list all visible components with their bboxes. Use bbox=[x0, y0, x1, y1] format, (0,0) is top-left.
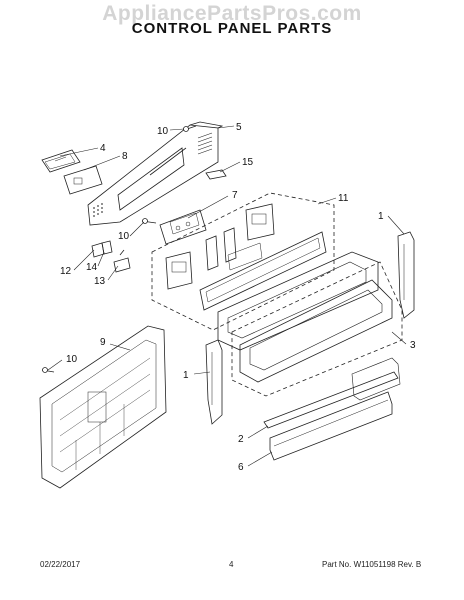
side-bracket-right bbox=[397, 231, 415, 319]
control-panel-frame bbox=[239, 279, 393, 383]
callout-3: 3 bbox=[410, 340, 416, 351]
callout-11: 11 bbox=[338, 193, 349, 204]
panel-overlay bbox=[199, 231, 327, 311]
callout-15: 15 bbox=[242, 157, 254, 168]
callout-10-middle: 10 bbox=[118, 231, 130, 242]
callout-8: 8 bbox=[122, 151, 128, 162]
watermark-text: AppliancePartsPros.com bbox=[102, 2, 362, 25]
small-clip bbox=[205, 169, 227, 180]
screw-middle bbox=[141, 218, 157, 224]
callout-1-left: 1 bbox=[183, 370, 189, 381]
callout-13: 13 bbox=[94, 276, 106, 287]
page-title: CONTROL PANEL PARTS bbox=[131, 20, 333, 37]
assembly-group-11 bbox=[151, 192, 335, 331]
callout-12: 12 bbox=[60, 266, 72, 277]
assembly-group-3 bbox=[231, 261, 403, 397]
lower-trim-bar bbox=[263, 357, 401, 429]
footer-page-number: 4 bbox=[229, 560, 234, 569]
control-board bbox=[41, 149, 81, 173]
rear-control-housing bbox=[87, 121, 224, 226]
callout-9: 9 bbox=[100, 337, 106, 348]
button-bracket-right bbox=[245, 203, 275, 241]
switch-parts bbox=[91, 240, 131, 273]
button-bracket-left bbox=[165, 251, 193, 290]
side-bracket-left bbox=[205, 339, 223, 425]
back-panel bbox=[39, 325, 167, 489]
leader-lines bbox=[47, 125, 407, 467]
callout-7: 7 bbox=[232, 190, 238, 201]
callout-10-top: 10 bbox=[157, 126, 169, 137]
callout-14: 14 bbox=[86, 262, 98, 273]
callout-6: 6 bbox=[238, 462, 244, 473]
footer-part-number: Part No. W11051198 Rev. B bbox=[322, 560, 422, 569]
screw-bottom bbox=[41, 367, 55, 373]
callout-4: 4 bbox=[100, 143, 106, 154]
switch-brackets bbox=[205, 227, 263, 271]
bottom-trim bbox=[269, 391, 393, 461]
control-board-assembly bbox=[159, 209, 207, 245]
callout-10-bottom: 10 bbox=[66, 354, 78, 365]
callout-2: 2 bbox=[238, 434, 244, 445]
callout-1-right: 1 bbox=[378, 211, 384, 222]
callout-5: 5 bbox=[236, 122, 242, 133]
board-bracket bbox=[63, 165, 103, 195]
footer-date: 02/22/2017 bbox=[40, 560, 81, 569]
